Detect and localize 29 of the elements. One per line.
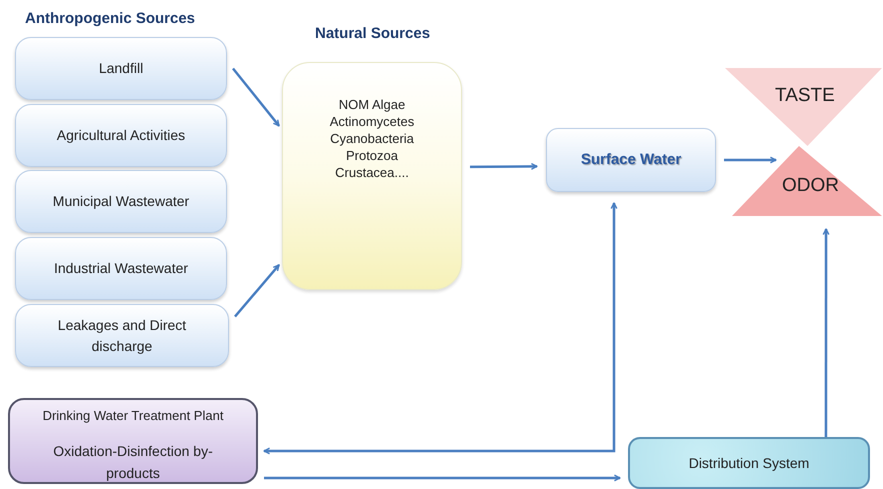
arrow xyxy=(470,162,538,170)
process-box xyxy=(15,37,227,100)
box-label: Industrial Wastewater xyxy=(54,259,188,278)
arrow xyxy=(232,68,280,127)
triangle-label: ODOR xyxy=(782,174,839,198)
arrow xyxy=(263,202,618,454)
organism-list: NOM Algae Actinomycetes Cyanobacteria Protozoa Crustacea.... xyxy=(317,97,427,289)
box-label: Distribution System xyxy=(688,454,810,473)
process-box xyxy=(15,237,227,300)
arrow xyxy=(822,228,830,437)
column-heading: Anthropogenic Sources xyxy=(25,9,196,29)
box-label: Agricultural Activities xyxy=(56,126,186,146)
arrow xyxy=(264,474,621,482)
arrow xyxy=(234,264,280,318)
process-box xyxy=(15,170,227,233)
box-label: Leakages and Direct discharge xyxy=(56,316,188,356)
arrow xyxy=(724,156,777,164)
process-box xyxy=(546,128,716,192)
box-label: Oxidation-Disinfection by-products xyxy=(52,442,214,483)
box-label: Municipal Wastewater xyxy=(52,192,190,212)
process-box xyxy=(628,437,870,489)
box-label: Surface Water xyxy=(580,150,682,170)
box-label: Drinking Water Treatment Plant xyxy=(42,407,224,425)
process-box xyxy=(15,104,227,167)
process-box xyxy=(15,304,229,367)
box-label: Landfill xyxy=(98,59,144,78)
process-box xyxy=(8,398,258,484)
group-heading: Natural Sources xyxy=(315,24,430,44)
triangle-label: TASTE xyxy=(775,84,835,108)
